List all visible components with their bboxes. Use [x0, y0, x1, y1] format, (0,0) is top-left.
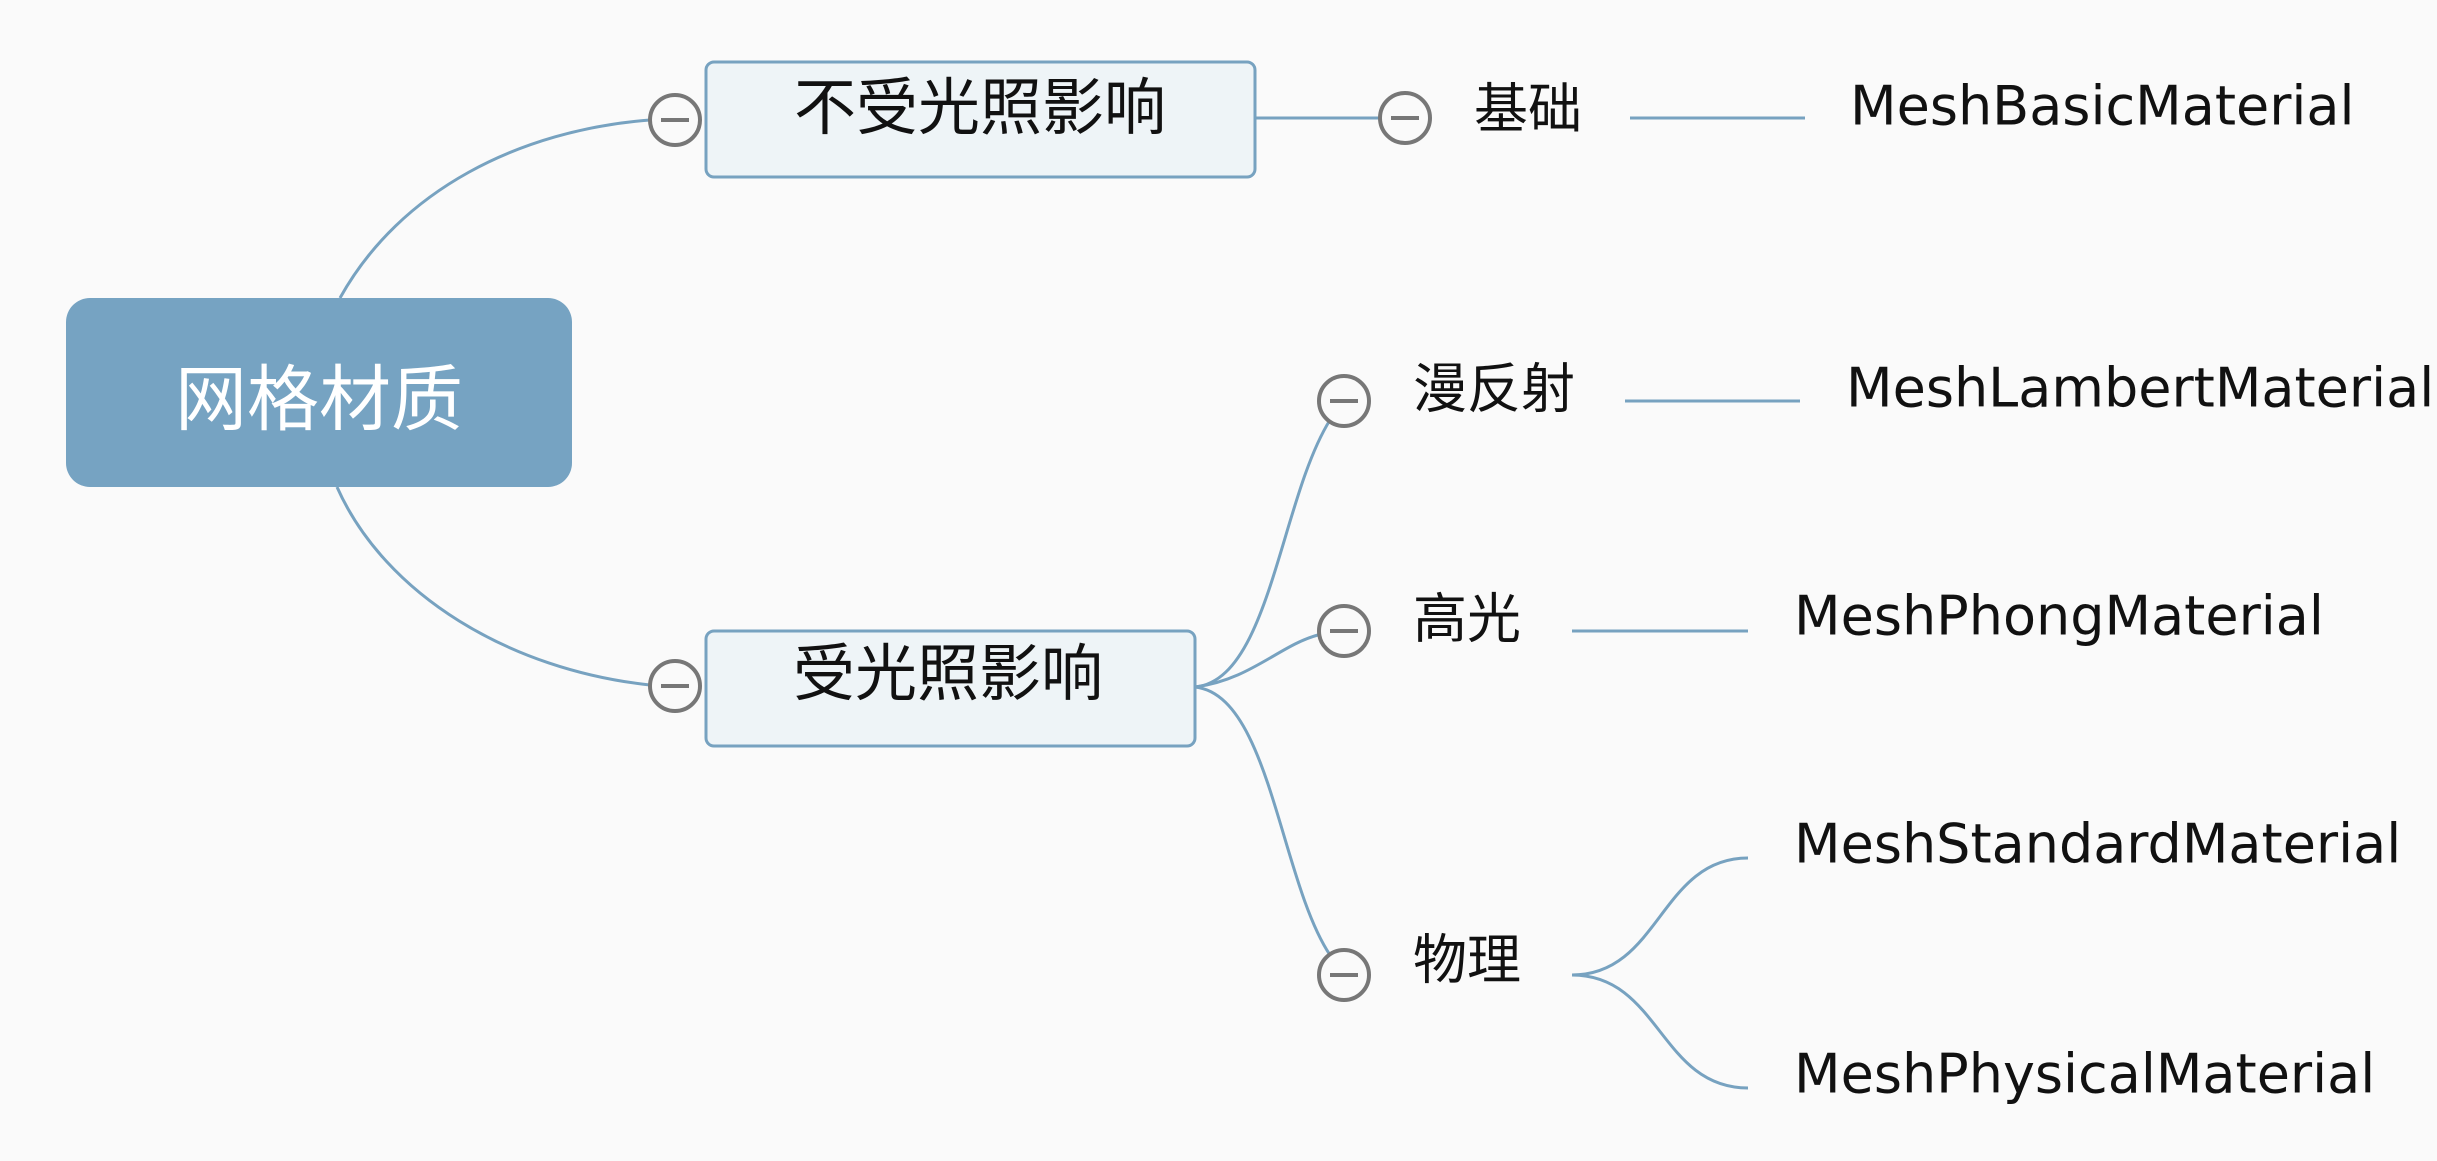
branch-node-lit[interactable]: 受光照影响 [704, 629, 1197, 748]
connector-cat-3-material-1 [1571, 973, 1749, 1090]
collapse-toggle-category-lambert[interactable] [1317, 374, 1371, 428]
collapse-toggle-branch-0[interactable] [648, 93, 702, 147]
connector-branch-1-cat-0 [1194, 419, 1332, 689]
branch-node-box [704, 629, 1197, 748]
material-label-standard[interactable]: MeshStandardMaterial [1794, 813, 2401, 876]
root-node-box [66, 298, 572, 487]
collapse-toggle-category-physical[interactable] [1317, 948, 1371, 1002]
material-label-basic[interactable]: MeshBasicMaterial [1850, 75, 2355, 138]
branch-node-label: 不受光照影响 [794, 71, 1166, 144]
connector-branch-1-cat-2 [1194, 685, 1332, 956]
connector-cat-3-material-0 [1571, 856, 1749, 977]
collapse-toggle-branch-1[interactable] [648, 659, 702, 713]
category-label-physical[interactable]: 物理 [1413, 929, 1521, 992]
root-node[interactable]: 网格材质 [66, 298, 572, 487]
branch-node-box [704, 60, 1257, 179]
connector-branch-1-cat-1 [1194, 633, 1319, 689]
category-label-phong[interactable]: 高光 [1413, 588, 1521, 651]
category-label-basic[interactable]: 基础 [1474, 78, 1582, 141]
branch-node-not-lit[interactable]: 不受光照影响 [704, 60, 1257, 179]
connector-root-branch-0 [338, 118, 651, 299]
connectors [335, 116, 1805, 1090]
material-label-lambert[interactable]: MeshLambertMaterial [1846, 357, 2434, 420]
connector-root-branch-1 [335, 486, 651, 687]
root-node-label: 网格材质 [175, 358, 463, 442]
branch-node-label: 受光照影响 [793, 637, 1103, 710]
collapse-toggle-category-basic[interactable] [1378, 91, 1432, 145]
category-label-lambert[interactable]: 漫反射 [1413, 358, 1575, 421]
collapse-toggle-category-phong[interactable] [1317, 604, 1371, 658]
material-label-physical[interactable]: MeshPhysicalMaterial [1794, 1043, 2375, 1106]
material-label-phong[interactable]: MeshPhongMaterial [1794, 585, 2324, 648]
